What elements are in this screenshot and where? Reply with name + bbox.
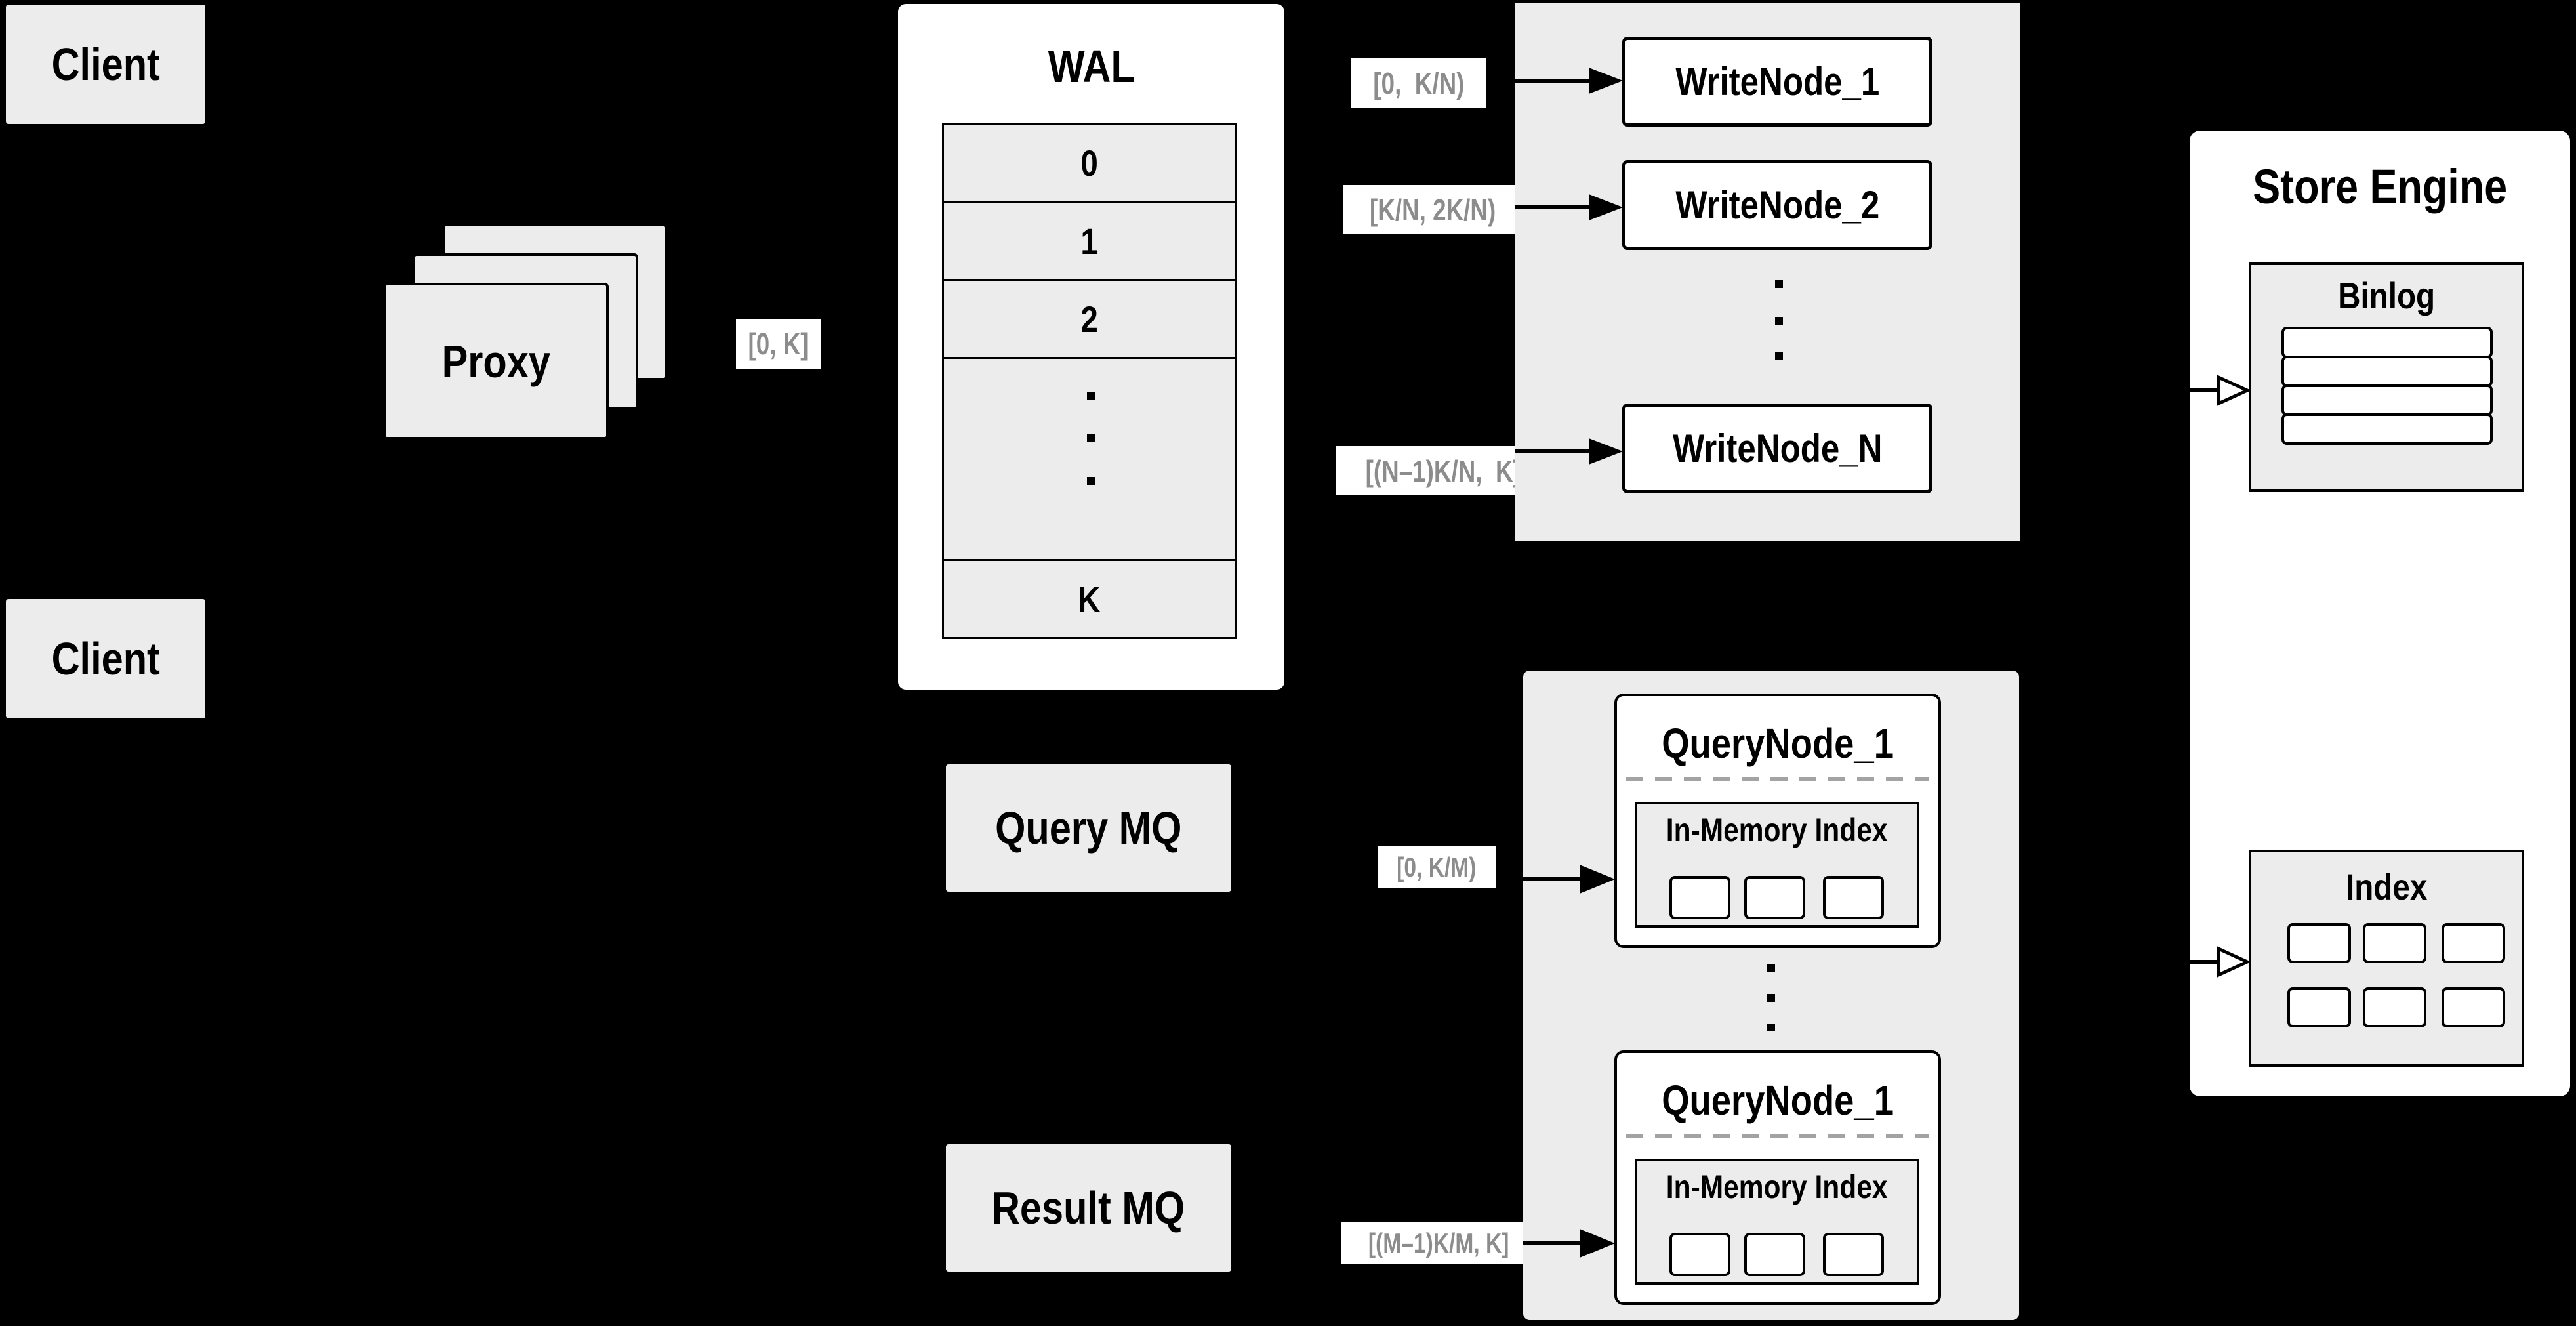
ellipsis-dot <box>1767 964 1775 972</box>
query-mq-label: Query MQ <box>995 802 1182 854</box>
query-node-2-title: QueryNode_1 <box>1617 1077 1938 1124</box>
query-range-tag-m: [(M–1)K/M, K] <box>1341 1222 1536 1264</box>
query-node-2-title-text: QueryNode_1 <box>1662 1077 1894 1124</box>
wal-panel: WAL 0 1 2 K <box>898 4 1284 690</box>
in-memory-index-box-2: In-Memory Index <box>1635 1159 1919 1285</box>
result-mq-label: Result MQ <box>992 1182 1185 1233</box>
store-engine-title-text: Store Engine <box>2253 159 2507 214</box>
in-memory-index-title-2: In-Memory Index <box>1637 1168 1917 1206</box>
binlog-rows <box>2281 327 2493 445</box>
wal-segment-table: 0 1 2 K <box>942 123 1237 639</box>
dashed-divider <box>1626 1134 1929 1138</box>
wal-segment-row: K <box>942 559 1237 639</box>
store-engine-panel: Store Engine Binlog Index <box>2190 131 2570 1096</box>
write-node-cluster: WriteNode_1 WriteNode_2 WriteNode_N <box>1515 3 2020 541</box>
proxy-box: Proxy <box>383 283 609 440</box>
binlog-slot <box>2281 413 2493 445</box>
ellipsis-dot <box>1087 434 1095 442</box>
wal-segment-row: 1 <box>942 201 1237 281</box>
proxy-range-tag: [0, K] <box>736 319 821 369</box>
query-range-tag-1: [0, K/M) <box>1378 846 1496 888</box>
memory-slot <box>1744 876 1805 919</box>
query-node-1-title: QueryNode_1 <box>1617 720 1938 767</box>
wal-title-text: WAL <box>1048 41 1135 92</box>
query-node-1-title-text: QueryNode_1 <box>1662 720 1894 767</box>
proxy-label: Proxy <box>441 335 550 387</box>
proxy-range-tag-text: [0, K] <box>748 327 809 361</box>
write-node-n-box: WriteNode_N <box>1622 404 1932 493</box>
wal-segment-k: K <box>1078 578 1101 620</box>
index-slot <box>2287 987 2351 1027</box>
in-memory-index-title-2-text: In-Memory Index <box>1666 1169 1888 1205</box>
index-box: Index <box>2249 850 2524 1067</box>
arrow-to-writenode-n <box>1515 438 1623 465</box>
arrow-to-writenode-2 <box>1515 194 1623 220</box>
in-memory-index-box: In-Memory Index <box>1635 802 1919 928</box>
binlog-slot <box>2281 384 2493 416</box>
arrow-to-index <box>2190 946 2250 978</box>
index-title: Index <box>2251 865 2522 907</box>
ellipsis-dot <box>1775 317 1783 325</box>
write-node-1-label: WriteNode_1 <box>1675 60 1879 104</box>
query-mq-box: Query MQ <box>946 764 1231 892</box>
arrow-to-binlog <box>2190 375 2250 406</box>
query-range-tag-m-text: [(M–1)K/M, K] <box>1368 1228 1509 1258</box>
write-node-n-label: WriteNode_N <box>1672 426 1883 470</box>
ellipsis-dot <box>1087 392 1095 400</box>
write-node-2-box: WriteNode_2 <box>1622 160 1932 250</box>
dashed-divider <box>1626 777 1929 781</box>
index-slot <box>2442 987 2505 1027</box>
write-range-tag-2-text: [K/N, 2K/N) <box>1370 192 1496 227</box>
write-node-2-label: WriteNode_2 <box>1675 183 1879 227</box>
binlog-title-text: Binlog <box>2337 274 2436 316</box>
ellipsis-dot <box>1767 994 1775 1002</box>
client-top-label: Client <box>51 39 160 90</box>
memory-slot <box>1669 1233 1730 1276</box>
ellipsis-dot <box>1775 280 1783 288</box>
index-slot <box>2363 923 2426 963</box>
memory-slot <box>1823 1233 1884 1276</box>
arrow-to-querynode-1 <box>1523 865 1615 894</box>
write-range-tag-n-text: [(N–1)K/N, K] <box>1365 453 1521 488</box>
index-title-text: Index <box>2345 865 2428 907</box>
in-memory-index-title: In-Memory Index <box>1637 811 1917 849</box>
query-node-2-box: QueryNode_1 In-Memory Index <box>1614 1050 1941 1305</box>
query-range-tag-1-text: [0, K/M) <box>1397 852 1477 882</box>
index-slot <box>2442 923 2505 963</box>
store-engine-title: Store Engine <box>2190 157 2570 216</box>
ellipsis-dot <box>1087 477 1095 485</box>
binlog-slot <box>2281 356 2493 387</box>
wal-segment-1: 1 <box>1080 220 1098 262</box>
result-mq-box: Result MQ <box>946 1144 1231 1272</box>
client-bottom-label: Client <box>51 633 160 684</box>
binlog-title: Binlog <box>2251 274 2522 316</box>
index-slot <box>2287 923 2351 963</box>
ellipsis-dot <box>1775 352 1783 360</box>
client-top-box: Client <box>6 5 205 124</box>
wal-segment-2: 2 <box>1080 298 1098 340</box>
write-range-tag-1-text: [0, K/N) <box>1373 66 1465 100</box>
memory-slot <box>1823 876 1884 919</box>
memory-slot <box>1744 1233 1805 1276</box>
wal-segment-row: 0 <box>942 123 1237 203</box>
wal-segment-row: 2 <box>942 279 1237 359</box>
index-slot <box>2363 987 2426 1027</box>
in-memory-index-title-text: In-Memory Index <box>1666 812 1888 848</box>
arrow-to-querynode-2 <box>1523 1229 1615 1258</box>
arrow-to-writenode-1 <box>1515 68 1623 94</box>
query-node-cluster: QueryNode_1 In-Memory Index QueryNode_1 <box>1523 671 2019 1320</box>
query-node-1-box: QueryNode_1 In-Memory Index <box>1614 694 1941 948</box>
write-node-1-box: WriteNode_1 <box>1622 37 1932 127</box>
wal-ellipsis-row <box>942 357 1237 561</box>
write-range-tag-1: [0, K/N) <box>1351 58 1486 108</box>
binlog-box: Binlog <box>2249 262 2524 492</box>
wal-title: WAL <box>898 40 1284 93</box>
client-bottom-box: Client <box>6 599 205 718</box>
write-range-tag-2: [K/N, 2K/N) <box>1343 185 1523 234</box>
memory-slot <box>1669 876 1730 919</box>
ellipsis-dot <box>1767 1024 1775 1031</box>
binlog-slot <box>2281 327 2493 358</box>
wal-segment-0: 0 <box>1080 142 1098 184</box>
